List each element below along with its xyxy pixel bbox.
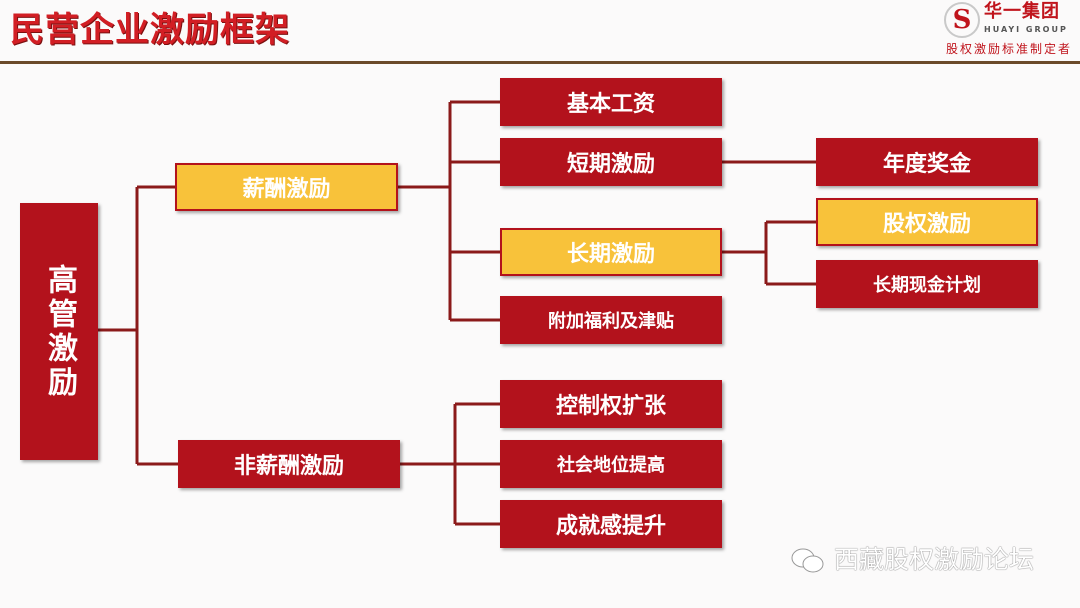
node-benefits: 附加福利及津贴 — [500, 296, 722, 344]
node-long-term-cash: 长期现金计划 — [816, 260, 1038, 308]
company-logo: S 华一集团 HUAYI GROUP 股权激励标准制定者 — [942, 2, 1080, 60]
node-control-expansion: 控制权扩张 — [500, 380, 722, 428]
node-social-status: 社会地位提高 — [500, 440, 722, 488]
page-title: 民营企业激励框架 — [10, 10, 290, 50]
connector — [398, 100, 500, 322]
node-equity-incentive: 股权激励 — [816, 198, 1038, 246]
watermark: 西藏股权激励论坛 — [790, 545, 1034, 575]
logo-s-icon: S — [944, 2, 980, 38]
node-short-term: 短期激励 — [500, 138, 722, 186]
connector — [98, 185, 178, 466]
node-achievement: 成就感提升 — [500, 500, 722, 548]
wechat-icon — [791, 548, 824, 573]
header-divider — [0, 61, 1080, 64]
connector — [722, 220, 816, 286]
logo-name-en: HUAYI GROUP — [984, 25, 1068, 34]
node-salary-incentive: 薪酬激励 — [175, 163, 398, 211]
node-nonsalary-incentive: 非薪酬激励 — [178, 440, 400, 488]
node-root: 高管激励 — [20, 203, 98, 460]
node-base-salary: 基本工资 — [500, 78, 722, 126]
logo-tagline: 股权激励标准制定者 — [946, 42, 1073, 56]
node-long-term: 长期激励 — [500, 228, 722, 276]
connector — [400, 402, 500, 526]
logo-name-cn: 华一集团 — [984, 1, 1060, 22]
watermark-text: 西藏股权激励论坛 — [834, 545, 1035, 574]
node-annual-bonus: 年度奖金 — [816, 138, 1038, 186]
